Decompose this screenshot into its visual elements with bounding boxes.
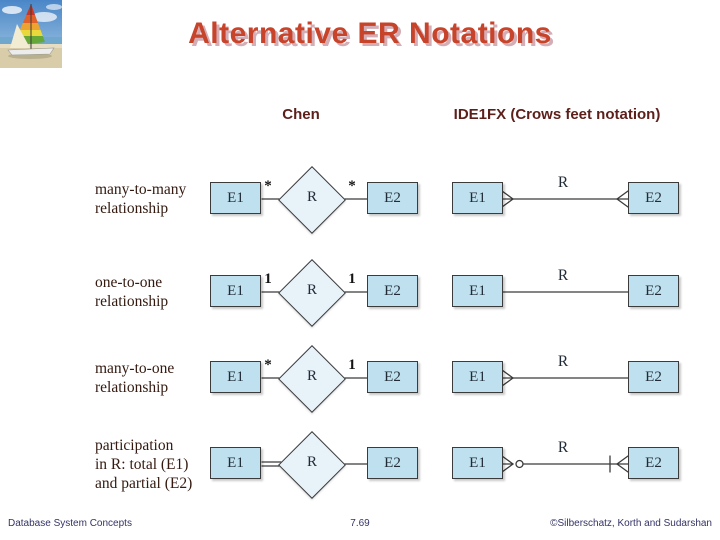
crows-entity-e1: E1: [452, 182, 503, 214]
row-label-line: one-to-one: [95, 274, 163, 291]
row-label-line: participation: [95, 437, 174, 454]
sailboat-logo-icon: [0, 0, 62, 68]
chen-entity-e1: E1: [210, 275, 261, 307]
row-label-line: relationship: [95, 379, 169, 396]
row-label-line: in R: total (E1): [95, 456, 189, 473]
chen-entity-e1: E1: [210, 361, 261, 393]
row-label-line: many-to-many: [95, 181, 187, 198]
footer-copyright: ©Silberschatz, Korth and Sudarshan: [550, 518, 712, 529]
crows-entity-e1: E1: [452, 361, 503, 393]
footer-page-number: 7.69: [350, 518, 370, 529]
chen-relationship-label: R: [306, 282, 317, 298]
footer-book-title: Database System Concepts: [8, 518, 132, 529]
crows-entity-e2: E2: [628, 275, 679, 307]
column-header-crows-feet: IDE1FX (Crows feet notation): [453, 106, 661, 123]
cardinality-left: 1: [264, 271, 272, 287]
crows-relationship-label: R: [557, 174, 569, 191]
row-label-line: many-to-one: [95, 360, 175, 377]
notation-row-participation: participation in R: total (E1) and parti…: [0, 424, 720, 506]
crows-entity-e1: E1: [452, 447, 503, 479]
column-header-chen: Chen: [282, 106, 320, 123]
notation-row-many-to-many: many-to-many relationship E1 R * * E2 E1…: [0, 159, 720, 241]
crows-relationship-label: R: [557, 267, 569, 284]
crows-entity-e2: E2: [628, 447, 679, 479]
cardinality-right: 1: [348, 271, 356, 287]
row-label: many-to-one relationship: [95, 359, 174, 397]
chen-relationship-label: R: [306, 454, 317, 470]
chen-entity-e1: E1: [210, 447, 261, 479]
row-label: many-to-many relationship: [95, 180, 186, 218]
crows-relationship-label: R: [557, 439, 569, 456]
cardinality-left: *: [264, 178, 272, 194]
row-label-line: and partial (E2): [95, 475, 193, 492]
chen-entity-e2: E2: [367, 447, 418, 479]
cardinality-right: 1: [348, 357, 356, 373]
chen-entity-e1: E1: [210, 182, 261, 214]
chen-entity-e2: E2: [367, 275, 418, 307]
row-label-line: relationship: [95, 293, 169, 310]
chen-entity-e2: E2: [367, 182, 418, 214]
chen-entity-e2: E2: [367, 361, 418, 393]
crows-relationship-label: R: [557, 353, 569, 370]
row-label-line: relationship: [95, 200, 169, 217]
row-label: participation in R: total (E1) and parti…: [95, 436, 192, 493]
cardinality-right: *: [348, 178, 356, 194]
crows-entity-e2: E2: [628, 182, 679, 214]
crows-entity-e1: E1: [452, 275, 503, 307]
crows-entity-e2: E2: [628, 361, 679, 393]
chen-relationship-label: R: [306, 368, 317, 384]
chen-relationship-label: R: [306, 189, 317, 205]
notation-row-one-to-one: one-to-one relationship E1 R 1 1 E2 E1 R…: [0, 252, 720, 334]
cardinality-left: *: [264, 357, 272, 373]
slide-title: Alternative ER Notations: [188, 17, 552, 50]
notation-row-many-to-one: many-to-one relationship E1 R * 1 E2 E1 …: [0, 338, 720, 420]
row-label: one-to-one relationship: [95, 273, 168, 311]
